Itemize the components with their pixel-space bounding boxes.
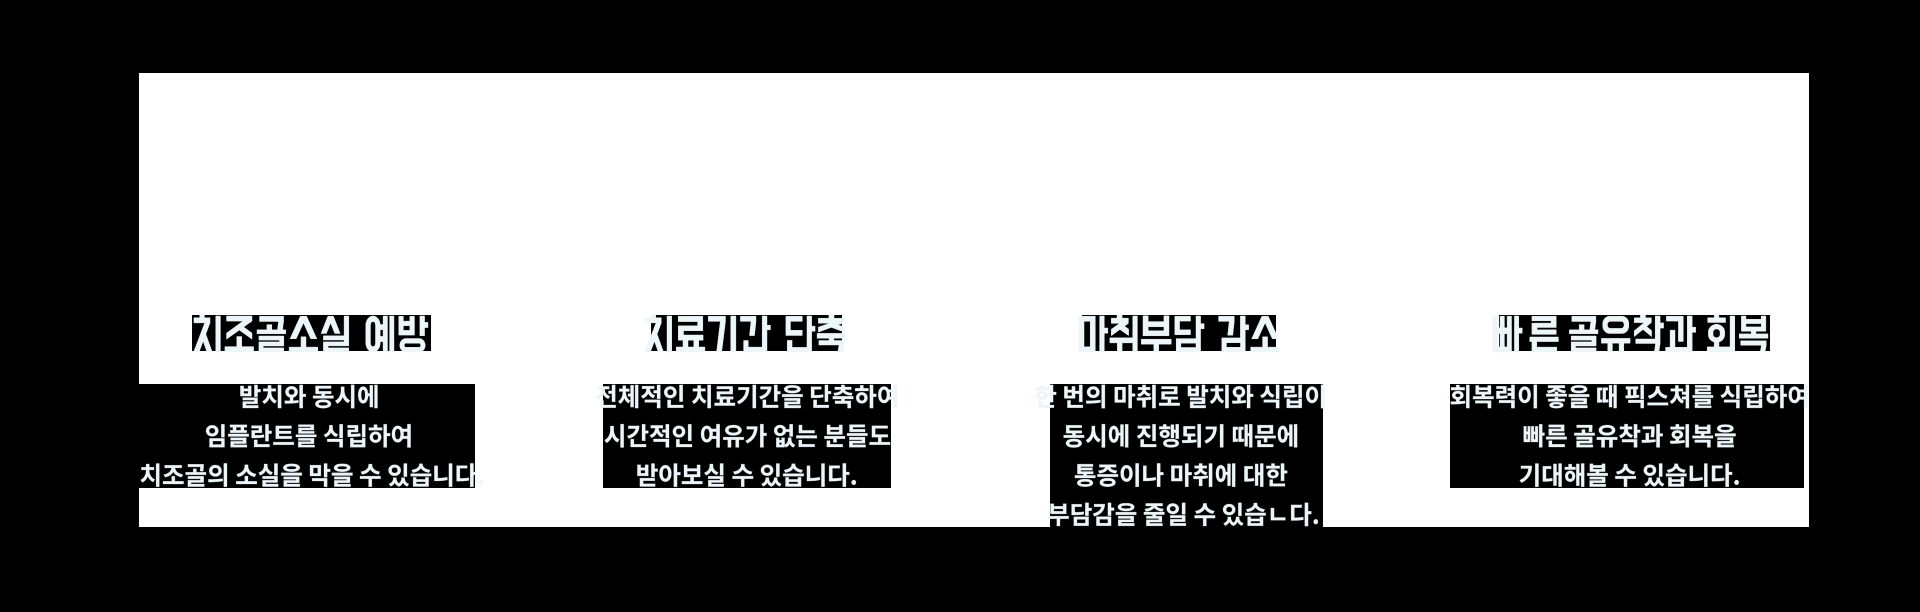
benefit-description-glyphs [140,384,484,487]
benefit-title: 치조골소실 예방 [192,314,431,352]
benefit-description-glyphs [1450,384,1808,487]
benefit-title: 치료기간 단축 [644,314,846,352]
benefit-title: 빠른 골유착과 회복 [1492,314,1771,352]
benefit-description: 회복력이 좋을 때 픽스쳐를 식립하여 빠른 골유착과 회복을 기대해볼 수 있… [1450,383,1808,488]
benefit-title-glyphs [193,314,429,352]
benefit-description: 발치와 동시에 임플란트를 식립하여 치조골의 소실을 막을 수 있습니다. [138,383,484,488]
benefit-title-glyphs [1078,314,1281,353]
benefit-description-glyphs [596,384,897,487]
benefit-description: 전체적인 치료기간을 단축하여 시간적인 여유가 없는 분들도 받아보실 수 있… [596,383,897,488]
benefit-description: 한 번의 마취로 발치와 식립이 동시에 진행되기 때문에 통증이나 마취에 대… [1035,383,1325,529]
benefit-title: 마취부담 감소 [1078,314,1281,353]
benefit-title-glyphs [1492,314,1768,352]
benefit-title-glyphs [644,314,846,352]
benefit-description-glyphs [1035,384,1325,527]
